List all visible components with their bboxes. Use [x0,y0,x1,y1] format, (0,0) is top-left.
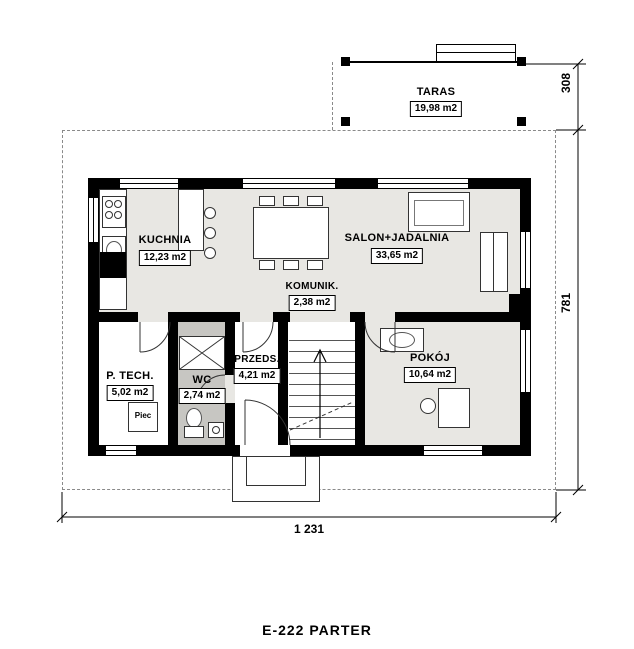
dining-chair [283,196,299,206]
window-kitchen-top [120,178,178,189]
room-area-kuchnia: 12,23 m2 [138,250,192,266]
dimension-house-depth: 781 [559,292,573,314]
fridge [100,252,126,278]
room-label-kuchnia: KUCHNIA [138,234,192,246]
terrace-post [517,57,526,66]
window-pokoj-right [520,330,531,392]
room-label-pokoj: POKÓJ [409,352,451,364]
room-label-przeds: PRZEDS. [234,354,280,365]
wall-segment [350,312,365,322]
sofa-seat [414,200,464,226]
room-area-pokoj: 10,64 m2 [403,367,457,383]
terrace-post [341,57,350,66]
room-area-przeds: 4,21 m2 [233,368,281,384]
wall-segment [278,322,288,445]
wall-segment [395,312,520,322]
dining-chair [259,260,275,270]
window-salon-top [378,178,468,189]
wall-segment [273,312,290,322]
stool [204,227,216,239]
room-label-taras: TARAS [416,86,456,98]
room-area-wc: 2,74 m2 [178,388,226,404]
entrance-steps-inner [246,456,306,486]
stove-burner [114,211,122,219]
stool [204,207,216,219]
terrace-step [436,44,516,62]
stove-burner [114,200,122,208]
room-area-salon: 33,65 m2 [370,248,424,264]
dining-chair [283,260,299,270]
wall-segment [168,312,240,322]
terrace-post [341,117,350,126]
toilet-bowl [186,408,202,428]
closet-box [179,336,225,370]
wall-segment [225,322,235,375]
furnace-label: Piec [134,411,152,420]
terrace-door [243,178,335,189]
dimension-ticks-right [572,58,584,496]
terrace-step-line [436,52,516,53]
room-label-ptech: P. TECH. [106,370,154,382]
desk-chair [420,398,436,414]
tv-cabinet [480,232,508,292]
wall-segment [99,312,138,322]
terrace-post [517,117,526,126]
window-pokoj-bottom [424,445,482,456]
dresser-detail [389,332,415,348]
chimney-block [509,294,520,322]
room-area-taras: 19,98 m2 [409,101,463,117]
dining-chair [259,196,275,206]
furnace [128,402,158,432]
stove-burner [105,211,113,219]
wall-segment [355,322,365,445]
wc-washbasin-drain [212,426,220,434]
dimension-ticks-bottom [56,511,562,523]
room-area-ptech: 5,02 m2 [106,385,154,401]
terrace-boundary-dashed [332,62,333,130]
dimension-house-width: 1 231 [293,522,325,536]
dining-chair [307,196,323,206]
wall-segment [225,403,235,445]
terrace-edge [341,61,526,63]
room-label-salon: SALON+JADALNIA [344,232,450,244]
stove-burner [105,200,113,208]
room-label-wc: WC [192,374,212,386]
stool [204,247,216,259]
wall-segment [168,322,178,445]
tv-cabinet-divider [493,233,494,291]
staircase [289,330,355,443]
dining-chair [307,260,323,270]
window-ptech-bottom [106,445,136,456]
plan-title: E-222 PARTER [262,622,372,638]
room-area-komunik: 2,38 m2 [288,295,336,311]
desk [438,388,470,428]
window-kitchen-left [88,198,99,242]
toilet-tank [184,426,204,438]
room-label-komunik: KOMUNIK. [285,281,339,292]
window-salon-right [520,232,531,288]
dimension-terrace-depth: 308 [559,72,573,94]
dining-table [253,207,329,259]
entrance-opening [240,445,290,456]
